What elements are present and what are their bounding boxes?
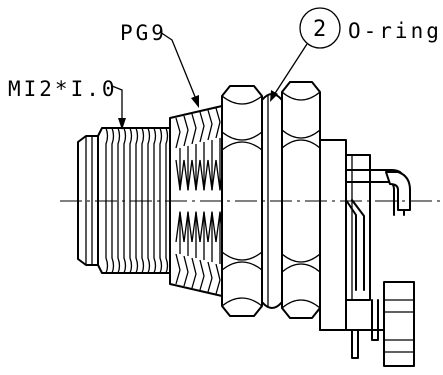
pg9-crest	[183, 115, 189, 287]
balloon-circle	[299, 7, 341, 49]
rear-housing	[319, 139, 415, 367]
pg9-crest	[207, 109, 213, 293]
label-pg9: PG9	[120, 21, 167, 45]
callout-pg9: PG9	[120, 21, 199, 108]
pg9-thread-body	[169, 105, 225, 297]
pg9-vee	[183, 159, 193, 243]
pg9-vee	[199, 159, 209, 243]
thread-crest	[159, 127, 163, 274]
balloon-number: 2	[313, 17, 326, 42]
pg9-vee	[191, 159, 201, 243]
pg9-crest	[215, 107, 221, 295]
callout-oring: 2 O-ring	[270, 7, 442, 102]
thread-crest	[117, 127, 121, 274]
pg9-crest	[191, 113, 197, 289]
label-oring: O-ring	[348, 19, 442, 43]
label-m12: MI2*I.0	[8, 77, 118, 101]
pg9-crest	[175, 117, 181, 285]
pg9-vee	[175, 159, 185, 243]
pg9-vee	[207, 159, 217, 243]
callout-m12: MI2*I.0	[8, 77, 126, 130]
hex-nut-rear	[281, 81, 321, 319]
thread-crest	[153, 127, 157, 274]
pg9-crest	[199, 111, 205, 291]
